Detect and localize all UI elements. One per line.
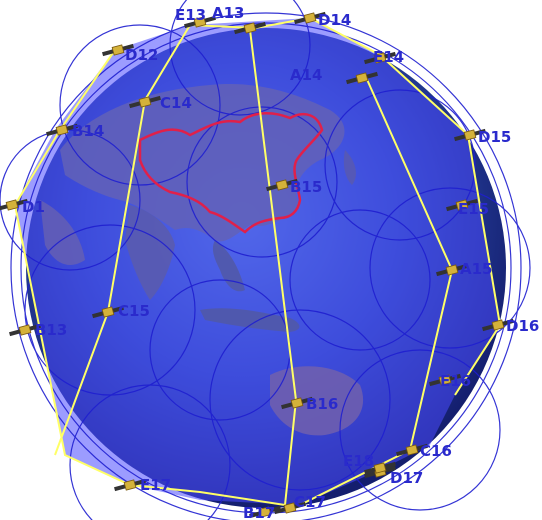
satellite-label-e18: E18	[343, 452, 374, 470]
satellite-label-d12: D12	[125, 46, 158, 64]
satellite-icon[interactable]	[249, 504, 282, 520]
satellite-icon[interactable]	[0, 197, 28, 213]
satellite-icon[interactable]	[436, 262, 469, 278]
satellites	[0, 10, 515, 520]
satellite-label-b16: B16	[306, 395, 338, 413]
satellite-label-d1: D1	[22, 198, 45, 216]
satellite-icon[interactable]	[234, 20, 267, 36]
satellite-label-c14: C14	[160, 94, 192, 112]
satellite-icon[interactable]	[9, 322, 42, 338]
satellite-label-a15: A15	[460, 260, 492, 278]
satellite-icon[interactable]	[274, 500, 307, 516]
satellite-icon[interactable]	[92, 304, 125, 320]
satellite-label-b15: B15	[290, 178, 322, 196]
satellite-label-a14: A14	[290, 66, 322, 84]
coverage-circles	[0, 0, 531, 520]
satellite-icon[interactable]	[281, 395, 314, 411]
satellite-label-b17: B17	[243, 504, 275, 520]
satellite-label-d17: D17	[390, 469, 423, 487]
satellite-icon[interactable]	[129, 94, 162, 110]
satellite-label-d16: D16	[506, 317, 539, 335]
satellite-icon[interactable]	[46, 122, 79, 138]
orbit-plane-c	[299, 74, 454, 506]
satellite-icon[interactable]	[446, 197, 479, 213]
satellite-icon[interactable]	[482, 317, 515, 333]
satellite-icon[interactable]	[429, 372, 462, 388]
satellite-label-e14: E14	[373, 48, 404, 66]
satellite-icon[interactable]	[184, 14, 217, 30]
satellite-icon[interactable]	[396, 442, 429, 458]
satellite-label-a13: A13	[212, 4, 244, 22]
satellite-label-d15: D15	[478, 128, 511, 146]
satellite-icon[interactable]	[364, 460, 397, 476]
satellite-label-b14: B14	[72, 122, 104, 140]
satellite-icon[interactable]	[102, 42, 135, 58]
satellite-icon[interactable]	[454, 127, 487, 143]
orbit-plane-a	[54, 24, 191, 456]
satellite-label-c16: C16	[420, 442, 452, 460]
satellite-label-e17: E17	[140, 476, 171, 494]
orbit-plane-e	[13, 49, 131, 486]
satellite-label-d14: D14	[318, 11, 351, 29]
satellite-label-b13: B13	[35, 321, 67, 339]
satellite-icon[interactable]	[294, 10, 327, 26]
satellite-label-c15: C15	[118, 302, 150, 320]
satellite-label-e16: E16	[440, 372, 471, 390]
satellite-icon[interactable]	[364, 50, 397, 66]
orbit-plane-g	[129, 484, 286, 506]
satellite-icon[interactable]	[266, 177, 299, 193]
satellite-label-e15: E15	[458, 200, 489, 218]
satellite-icon[interactable]	[346, 70, 379, 86]
satellite-icon[interactable]	[114, 477, 147, 493]
coverage-hull	[15, 18, 500, 505]
satellite-label-e13: E13	[175, 6, 206, 24]
satellite-label-c17: C17	[294, 493, 326, 511]
